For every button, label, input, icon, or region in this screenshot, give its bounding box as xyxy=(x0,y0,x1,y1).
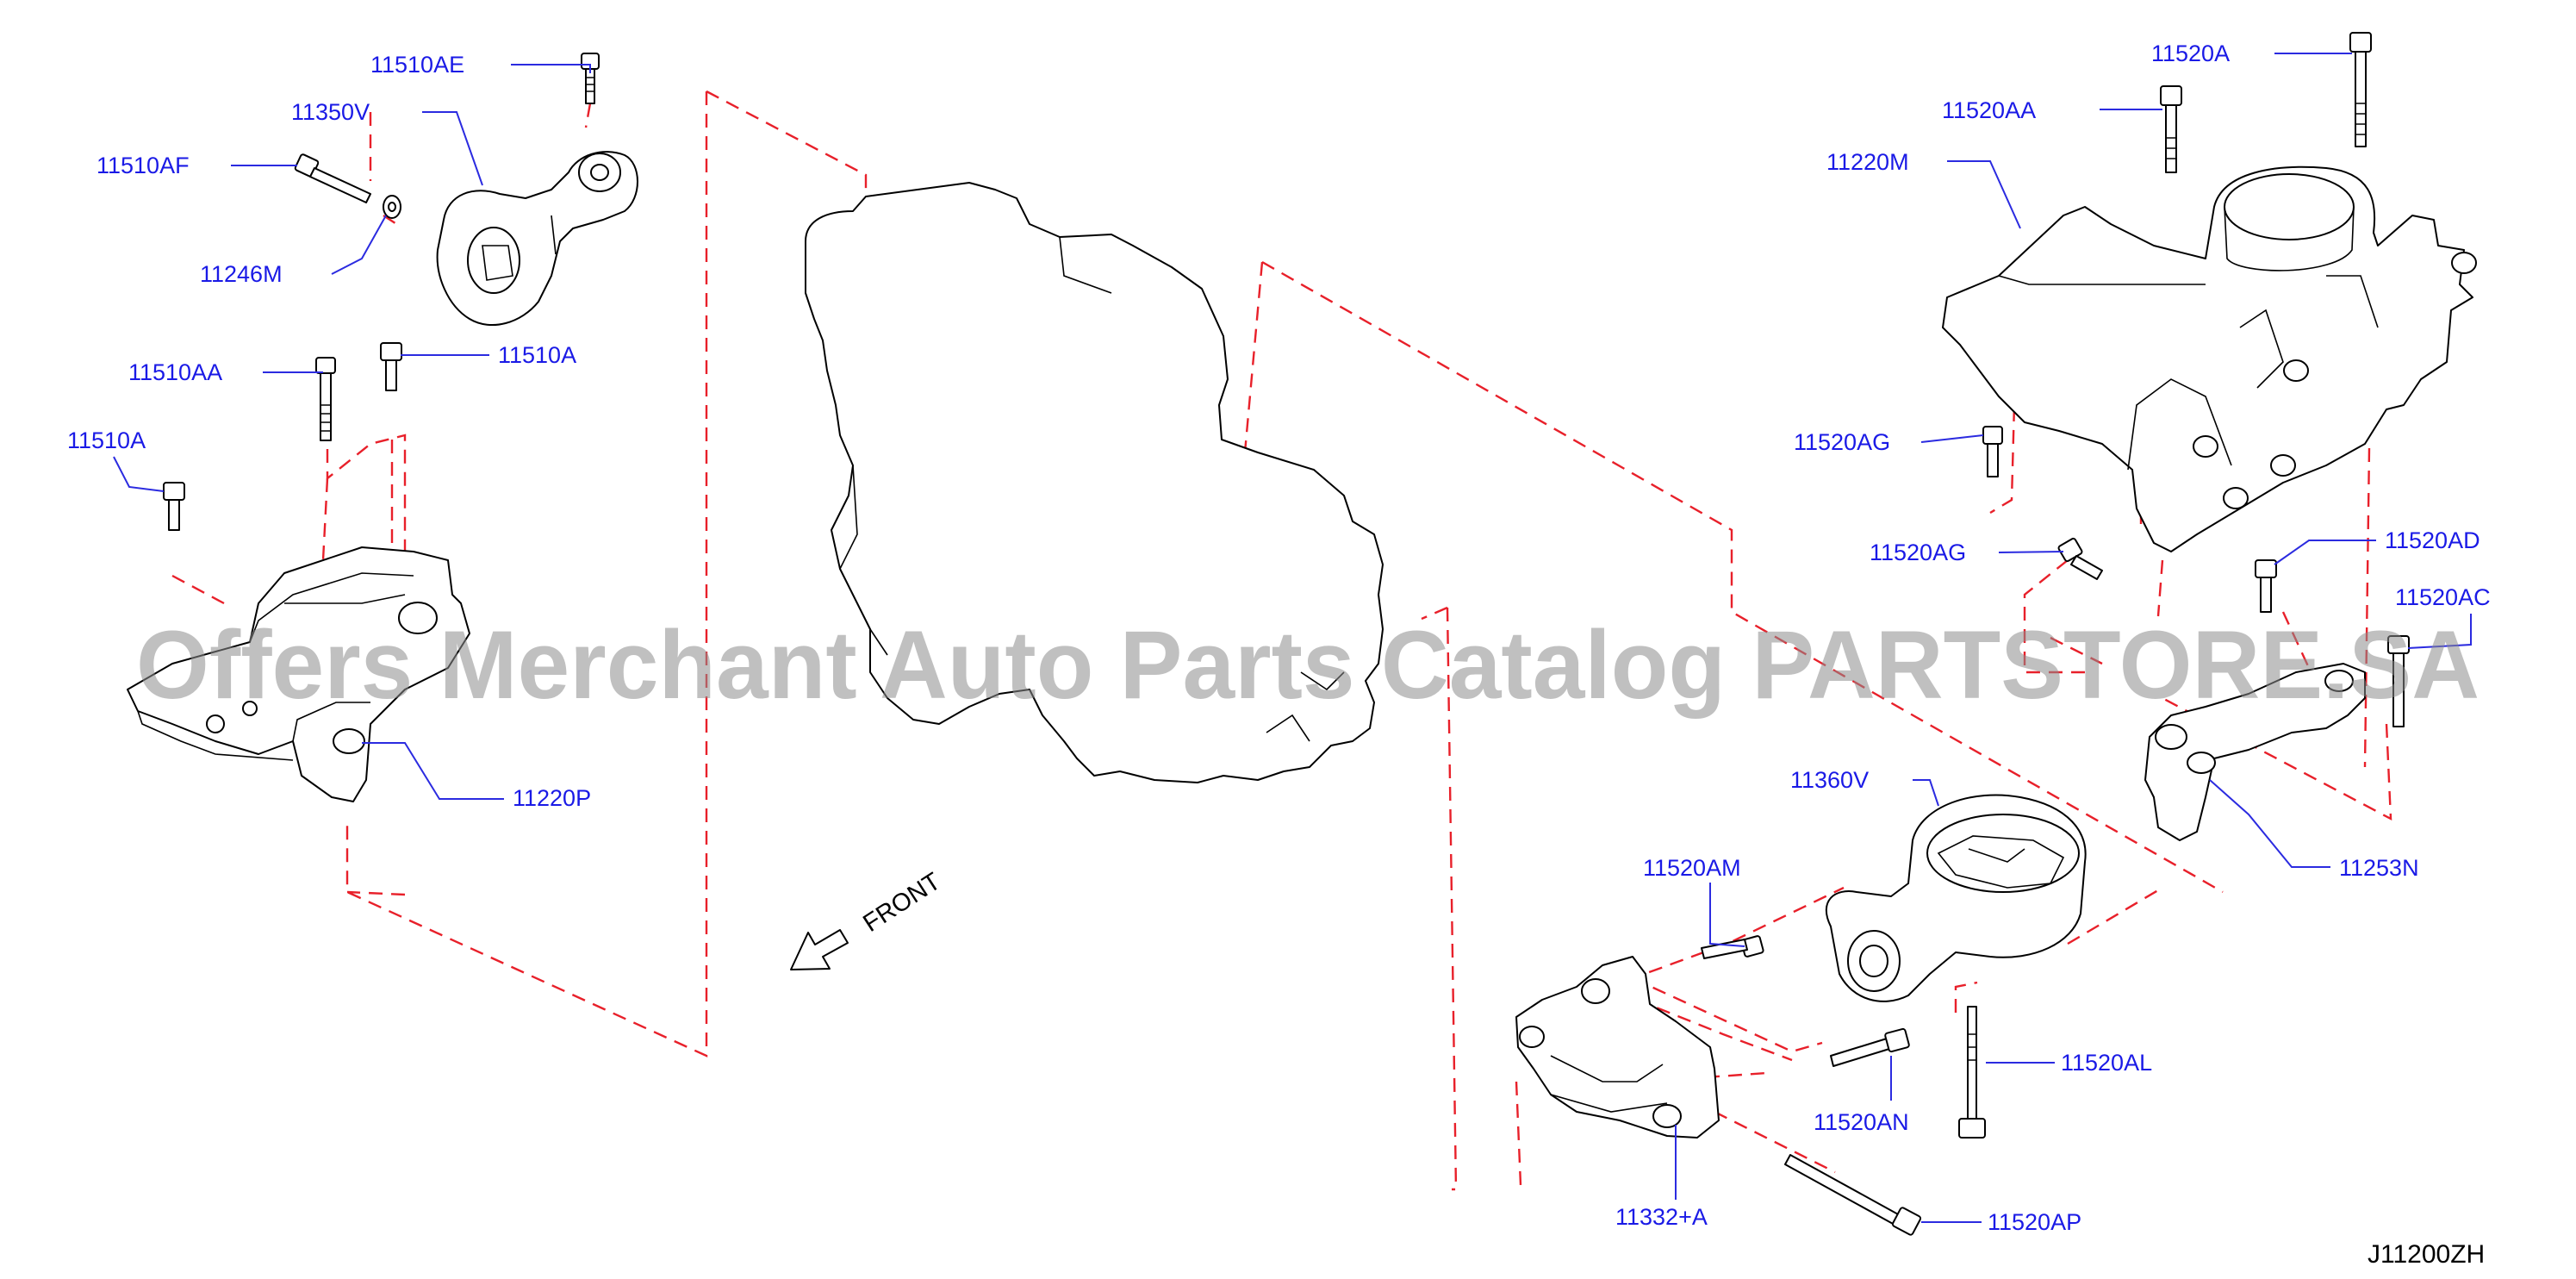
front-label: FRONT xyxy=(858,867,945,937)
bolt-11510a-left-icon xyxy=(163,482,185,531)
washer-11246m-icon xyxy=(383,195,401,219)
torque-rod-11360v xyxy=(1825,794,2087,1002)
label-11520aa: 11520AA xyxy=(1942,97,2036,123)
label-11350v: 11350V xyxy=(291,99,370,125)
label-11332a: 11332+A xyxy=(1615,1204,1708,1230)
dashed-guide-lines xyxy=(171,90,2392,1191)
diagram-code: J11200ZH xyxy=(2368,1240,2485,1269)
label-11220p: 11220P xyxy=(513,785,591,811)
bolt-11520ap-icon xyxy=(1784,1154,1922,1236)
label-11246m: 11246M xyxy=(200,261,283,287)
part-labels: 11510AE 11350V 11510AF 11246M 11510AA 11… xyxy=(67,41,2491,1235)
label-11520ad: 11520AD xyxy=(2385,527,2480,553)
engine-mount-11220p xyxy=(127,546,470,802)
label-11510ae: 11510AE xyxy=(370,52,464,78)
bolt-11520aa-icon xyxy=(2160,85,2182,173)
label-11520ac: 11520AC xyxy=(2395,584,2491,610)
bolt-11510a-top-icon xyxy=(380,342,402,391)
bolt-11520ad-icon xyxy=(2255,559,2277,613)
bolt-11520al-icon xyxy=(1958,1006,1986,1139)
label-11253n: 11253N xyxy=(2339,855,2419,881)
bolt-11520am-icon xyxy=(1701,935,1764,959)
bolt-11510ae-icon xyxy=(581,53,600,104)
label-11360v: 11360V xyxy=(1790,767,1869,793)
bolt-11520ac-icon xyxy=(2387,635,2410,727)
label-11520am: 11520AM xyxy=(1643,855,1741,881)
bracket-11332a xyxy=(1515,956,1720,1139)
front-arrow-icon xyxy=(790,929,849,970)
bolt-11520an-icon xyxy=(1830,1027,1910,1067)
bolt-11520ag-2-icon xyxy=(2057,537,2103,580)
label-11510a-left: 11510A xyxy=(67,427,146,453)
bolt-11520a-icon xyxy=(2349,32,2372,147)
bracket-11253n xyxy=(2144,663,2366,841)
watermark: Offers Merchant Auto Parts Catalog PARTS… xyxy=(136,611,2480,719)
label-11520ag-2: 11520AG xyxy=(1870,540,1966,565)
label-11220m: 11220M xyxy=(1826,149,1909,175)
label-11510af: 11510AF xyxy=(96,153,190,178)
label-11520ap: 11520AP xyxy=(1988,1209,2081,1235)
label-11510a-top: 11510A xyxy=(498,342,576,368)
engine-block xyxy=(805,182,1384,783)
bolt-11510af-icon xyxy=(294,153,371,203)
bracket-11220m xyxy=(1942,165,2477,552)
label-11520al: 11520AL xyxy=(2061,1050,2152,1076)
bolt-11510aa-icon xyxy=(315,357,336,441)
label-11520an: 11520AN xyxy=(1814,1109,1909,1135)
label-11520ag-1: 11520AG xyxy=(1794,429,1890,455)
label-11520a: 11520A xyxy=(2151,41,2230,66)
torque-rod-11350v xyxy=(436,151,638,327)
leader-lines xyxy=(113,53,2472,1223)
label-11510aa: 11510AA xyxy=(128,359,222,385)
bolt-11520ag-1-icon xyxy=(1982,426,2003,477)
